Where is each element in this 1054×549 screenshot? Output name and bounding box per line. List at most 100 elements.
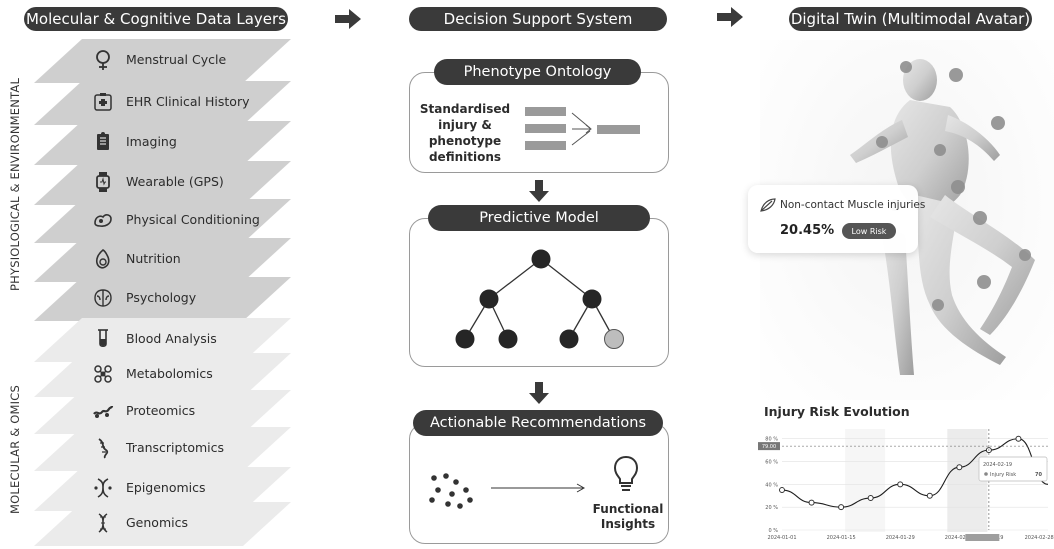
layer-plate (34, 81, 291, 125)
tree-leaf (455, 329, 475, 349)
ontology-panel (409, 72, 669, 173)
data-point (1015, 435, 1022, 442)
injury-risk-value: 20.45% (780, 223, 835, 238)
ontology-title: Phenotype Ontology (434, 59, 641, 85)
layer-plate (34, 353, 291, 397)
avocado-icon (95, 249, 110, 269)
data-layer-ehr-clinical-history: EHR Clinical History (34, 81, 291, 125)
data-point (779, 487, 785, 494)
layer-label: Blood Analysis (126, 331, 217, 346)
data-layer-proteomics: Proteomics (34, 390, 291, 434)
data-point (926, 492, 933, 499)
protein-icon (93, 405, 114, 418)
x-tick-label: 2024-02-28 (1025, 535, 1054, 541)
risk-level-badge: Low Risk (842, 223, 896, 239)
data-layer-psychology: Psychology (34, 277, 291, 321)
injury-risk-chart: 0 % 20 % 40 % 60 % 80 % 2024-01-01 2024-01-15 2… (758, 429, 1054, 541)
layer-plate (34, 390, 291, 434)
y-highlight-box (758, 442, 780, 451)
muscle-icon (94, 214, 112, 227)
tooltip-box (978, 456, 1048, 482)
tree-node-root (531, 249, 551, 269)
data-layer-nutrition: Nutrition (34, 238, 291, 282)
layer-plate (34, 161, 291, 205)
layer-plate (34, 238, 291, 282)
layer-plate (34, 277, 291, 321)
epigenome-icon (94, 478, 112, 498)
xray-icon (97, 132, 109, 150)
data-point (838, 504, 845, 511)
tree-leaf (498, 329, 518, 349)
data-point (808, 499, 815, 506)
tooltip-value: 70 (1035, 472, 1042, 478)
rna-icon (98, 438, 109, 459)
layer-plate (34, 502, 291, 546)
lightbulb-icon (613, 455, 639, 491)
medical-record-icon (94, 93, 112, 111)
layer-label: Menstrual Cycle (126, 52, 227, 67)
shaded-band (845, 429, 886, 532)
layer-label: Psychology (126, 290, 197, 305)
layer-label: Imaging (126, 134, 177, 149)
arrow-right-thin-icon (491, 483, 586, 493)
data-layer-imaging: Imaging (34, 121, 291, 165)
test-tube-icon (98, 329, 108, 348)
data-layer-transcriptomics: Transcriptomics (34, 427, 291, 471)
x-axis-highlight (965, 534, 1000, 541)
functional-insights-label: Functional Insights (592, 502, 664, 531)
layer-label: Wearable (GPS) (126, 174, 224, 189)
x-tick-label: 2024-01-29 (886, 535, 915, 541)
tree-leaf (559, 329, 579, 349)
data-point (867, 495, 874, 502)
y-tick-label: 80 % (765, 437, 778, 443)
data-layer-menstrual-cycle: Menstrual Cycle (34, 39, 291, 83)
predictive-model-panel (409, 218, 669, 367)
x-tick-label: 2024-01-15 (827, 535, 856, 541)
y-tick-label: 20 % (765, 505, 778, 511)
data-point (897, 481, 904, 488)
layer-label: Physical Conditioning (126, 212, 260, 227)
header-decision-support: Decision Support System (409, 7, 667, 31)
layer-label: Proteomics (126, 403, 196, 418)
decision-tree-graphic (455, 249, 624, 349)
layer-plate (34, 39, 291, 83)
layer-label: Metabolomics (126, 366, 213, 381)
layer-label: Nutrition (126, 251, 181, 266)
chart-title: Injury Risk Evolution (764, 404, 910, 419)
data-point (956, 464, 963, 471)
y-tick-label: 0 % (768, 528, 778, 534)
x-tick-label: 2024-02-12 (945, 535, 974, 541)
female-symbol-icon (96, 50, 110, 70)
header-digital-twin: Digital Twin (Multimodal Avatar) (789, 7, 1032, 31)
y-highlight-value: 79.00 (762, 444, 776, 450)
side-label-molecular: MOLECULAR & OMICS (8, 385, 22, 514)
ontology-description: Standardised injury & phenotype definiti… (419, 102, 511, 164)
side-label-physiological: PHYSIOLOGICAL & ENVIRONMENTAL (8, 77, 22, 291)
tree-leaf-highlight (604, 329, 624, 349)
arrow-right-icon (717, 7, 743, 27)
predictive-model-title: Predictive Model (428, 205, 650, 231)
layer-label: Transcriptomics (126, 440, 225, 455)
layer-plate (34, 427, 291, 471)
layer-plate (34, 199, 291, 243)
injury-risk-card[interactable]: Non-contact Muscle injuries 20.45% Low R… (748, 185, 925, 253)
smartwatch-icon (96, 172, 110, 192)
injury-risk-title: Non-contact Muscle injuries (780, 199, 926, 211)
data-layer-genomics: Genomics (34, 502, 291, 546)
y-tick-label: 40 % (765, 482, 778, 488)
tree-node (582, 289, 602, 309)
data-points-graphic (429, 473, 473, 509)
layer-label: Epigenomics (126, 480, 206, 495)
data-layer-metabolomics: Metabolomics (34, 353, 291, 397)
data-layer-wearable-gps: Wearable (GPS) (34, 161, 291, 205)
arrow-down-icon (529, 382, 549, 404)
arrow-down-icon (529, 180, 549, 202)
y-tick-label: 60 % (765, 460, 778, 466)
brain-icon (94, 289, 112, 307)
running-avatar-figure (850, 59, 1035, 375)
tooltip-marker (984, 472, 988, 476)
layer-label: Genomics (126, 515, 188, 530)
x-tick-label: 2024-01-01 (767, 535, 796, 541)
molecule-icon (94, 365, 112, 383)
tooltip-label: Injury Risk (990, 472, 1016, 478)
